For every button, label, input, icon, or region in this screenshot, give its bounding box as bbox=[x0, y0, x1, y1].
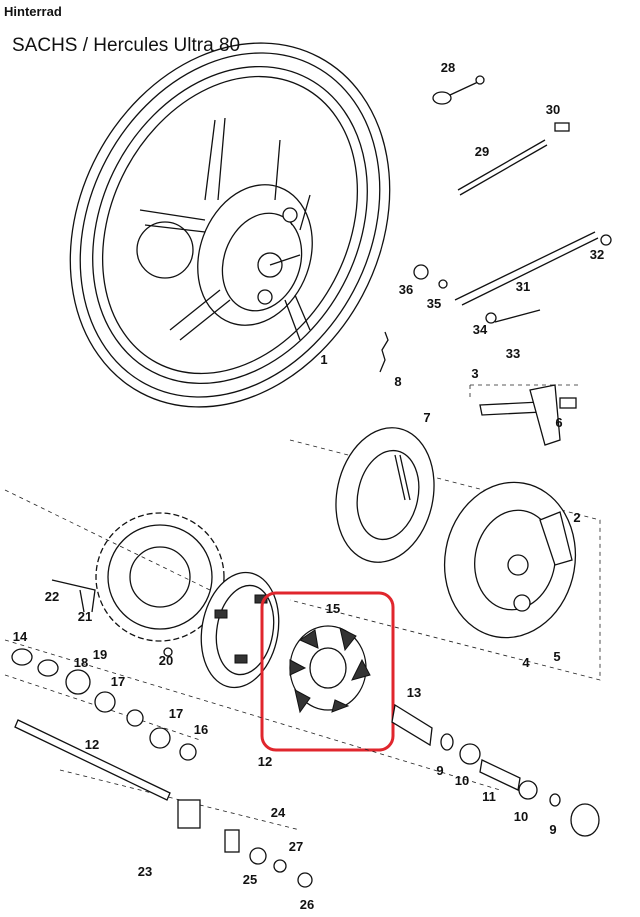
part-label-8: 8 bbox=[394, 374, 401, 389]
part-label-9: 9 bbox=[436, 763, 443, 778]
part-label-3: 3 bbox=[471, 366, 478, 381]
part-label-5: 5 bbox=[553, 649, 560, 664]
part-label-17: 17 bbox=[111, 674, 125, 689]
part-label-22: 22 bbox=[45, 589, 59, 604]
hub-drawing bbox=[200, 571, 280, 689]
part-label-7: 7 bbox=[423, 410, 430, 425]
part-label-21: 21 bbox=[78, 609, 92, 624]
part-label-33: 33 bbox=[506, 346, 520, 361]
part-label-25: 25 bbox=[243, 872, 257, 887]
part-label-28: 28 bbox=[441, 60, 455, 75]
part-label-20: 20 bbox=[159, 653, 173, 668]
part-label-4: 4 bbox=[522, 655, 530, 670]
sprocket-drawing bbox=[51, 512, 225, 657]
part-label-12b: 12 bbox=[258, 754, 272, 769]
part-label-23: 23 bbox=[138, 864, 152, 879]
rubber-damper-drawing bbox=[289, 625, 371, 714]
part-label-15: 15 bbox=[326, 601, 340, 616]
part-label-18: 18 bbox=[74, 655, 88, 670]
part-label-11: 11 bbox=[482, 789, 496, 804]
part-label-2: 2 bbox=[573, 510, 580, 525]
part-label-12: 12 bbox=[85, 737, 99, 752]
part-label-31: 31 bbox=[516, 279, 530, 294]
part-label-9b: 9 bbox=[549, 822, 556, 837]
diagram-title: Hinterrad bbox=[4, 4, 62, 19]
brake-shoes-drawing bbox=[289, 427, 601, 681]
rear-wheel-drawing bbox=[69, 42, 391, 408]
diagram-subtitle: SACHS / Hercules Ultra 80 bbox=[12, 35, 241, 56]
part-label-32: 32 bbox=[590, 247, 604, 262]
part-label-19: 19 bbox=[93, 647, 107, 662]
part-label-10b: 10 bbox=[514, 809, 528, 824]
part-label-29: 29 bbox=[475, 144, 489, 159]
part-label-26: 26 bbox=[300, 897, 314, 912]
part-label-24: 24 bbox=[271, 805, 286, 820]
small-parts-top-right bbox=[379, 75, 612, 373]
part-label-36: 36 bbox=[399, 282, 413, 297]
part-label-17b: 17 bbox=[169, 706, 183, 721]
part-label-30: 30 bbox=[546, 102, 560, 117]
part-labels: 28 30 29 32 31 36 35 34 33 1 8 3 6 7 2 2… bbox=[13, 60, 604, 912]
highlight-box bbox=[260, 591, 395, 752]
part-label-14: 14 bbox=[13, 629, 28, 644]
part-label-35: 35 bbox=[427, 296, 441, 311]
part-label-13: 13 bbox=[407, 685, 421, 700]
part-label-1: 1 bbox=[320, 352, 327, 367]
brake-lever-parts bbox=[469, 384, 580, 446]
part-label-6: 6 bbox=[555, 415, 562, 430]
part-label-34: 34 bbox=[473, 322, 488, 337]
part-label-27: 27 bbox=[289, 839, 303, 854]
axle-and-bearings bbox=[4, 489, 600, 888]
part-label-16: 16 bbox=[194, 722, 208, 737]
part-label-10: 10 bbox=[455, 773, 469, 788]
